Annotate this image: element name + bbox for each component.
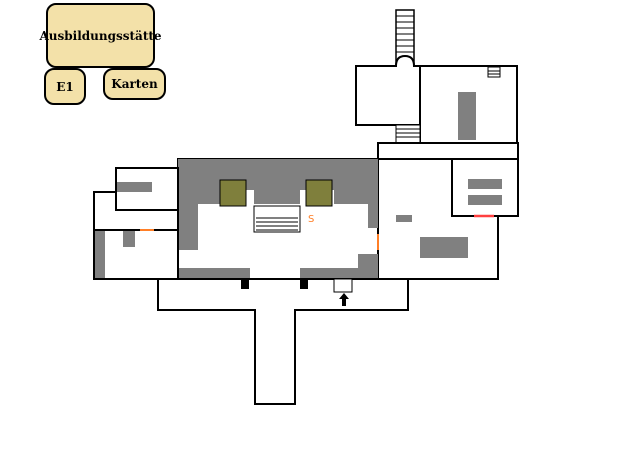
maps-label: Karten [111, 77, 158, 91]
south-corridor [157, 278, 409, 405]
e1-floor-label: E1 [56, 79, 74, 94]
main-hall: S [177, 158, 379, 280]
storage-room [451, 158, 519, 218]
east-table [420, 237, 468, 258]
east-corridor [377, 142, 519, 160]
maps-button[interactable]: Karten [103, 68, 166, 100]
olive-crate-right [305, 179, 333, 207]
training-facility-label: Ausbildungsstätte [39, 28, 162, 43]
central-stair [395, 124, 421, 144]
olive-crate-left [219, 179, 247, 207]
spawn-marker: S [308, 214, 314, 225]
training-facility-button[interactable]: Ausbildungsstätte [39, 3, 162, 68]
northeast-building [355, 54, 518, 144]
west-rooms [93, 167, 179, 280]
north-tower [395, 9, 415, 67]
up-arrow-icon[interactable] [339, 293, 349, 306]
e1-floor-button[interactable]: E1 [44, 68, 86, 105]
northeast-pillar [458, 92, 476, 140]
